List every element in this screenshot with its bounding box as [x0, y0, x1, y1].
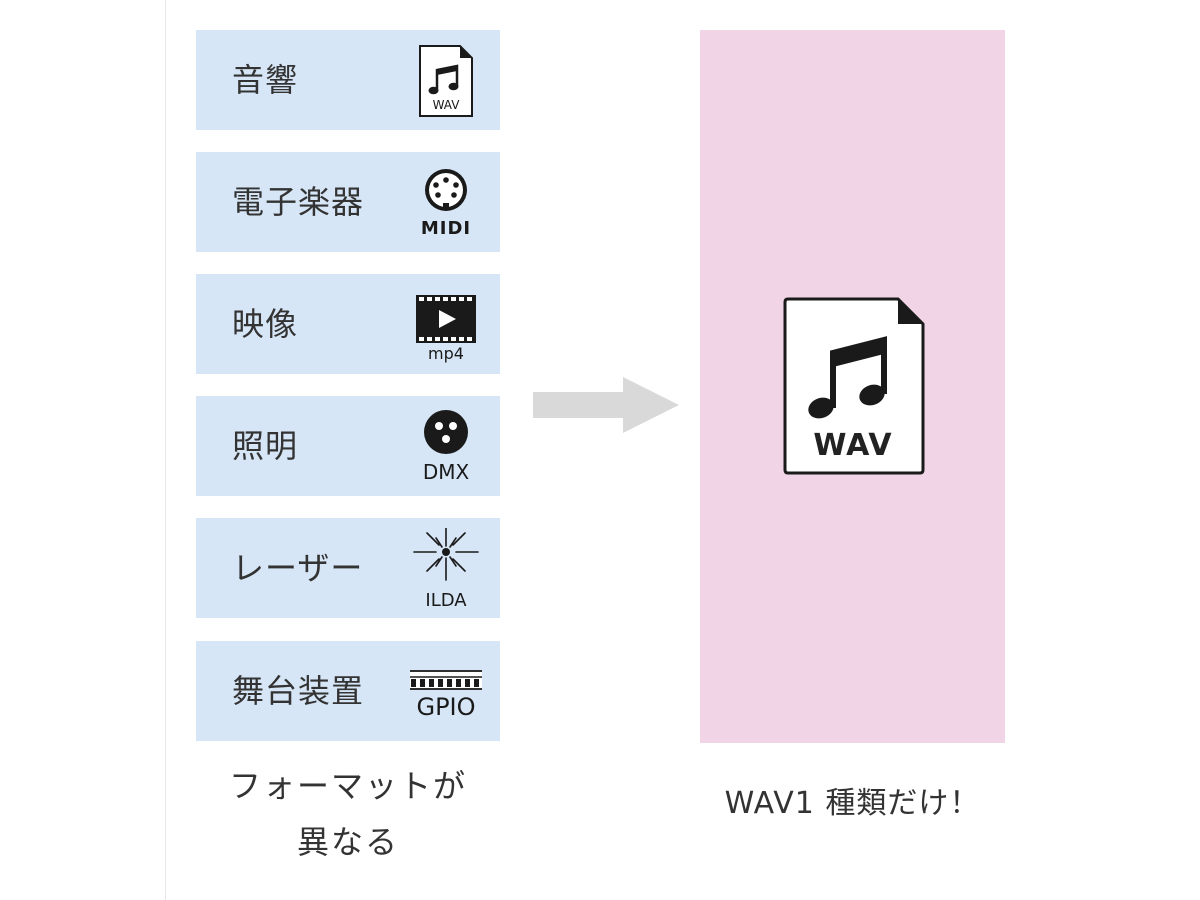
- source-label: 照明: [232, 427, 299, 465]
- source-label: 舞台装置: [232, 672, 365, 710]
- left-divider: [165, 0, 166, 900]
- source-card-audio: 音響 WAV: [196, 30, 500, 130]
- source-label: 電子楽器: [232, 183, 365, 221]
- source-label: レーザー: [232, 549, 364, 587]
- format-caption: DMX: [422, 460, 470, 484]
- left-caption-line: 異なる: [296, 823, 399, 861]
- wav-file-icon: [780, 296, 926, 480]
- format-caption: mp4: [428, 344, 464, 363]
- dmx-connector-icon: DMX: [410, 406, 482, 486]
- format-caption: ILDA: [425, 590, 467, 611]
- video-film-icon: mp4: [410, 284, 482, 364]
- target-panel: WAV: [700, 30, 1005, 743]
- source-card-stage-equipment: 舞台装置 GPIO: [196, 641, 500, 741]
- source-card-electronic-instrument: 電子楽器 MIDI: [196, 152, 500, 252]
- gpio-terminal-icon: GPIO: [410, 651, 482, 731]
- conversion-arrow-icon: [533, 377, 681, 437]
- target-format-label: WAV: [813, 428, 893, 463]
- source-card-video: 映像 mp4: [196, 274, 500, 374]
- right-caption: WAV1 種類だけ！: [724, 786, 981, 821]
- source-label: 映像: [232, 305, 299, 343]
- format-caption: MIDI: [420, 218, 472, 239]
- midi-connector-icon: MIDI: [410, 162, 482, 242]
- source-card-lighting: 照明 DMX: [196, 396, 500, 496]
- source-card-laser: レーザー ILDA: [196, 518, 500, 618]
- laser-burst-icon: ILDA: [410, 528, 482, 611]
- format-caption: WAV: [432, 98, 460, 112]
- left-caption-line: フォーマットが: [228, 767, 467, 805]
- wav-file-icon: WAV: [410, 40, 482, 120]
- left-caption: フォーマットが 異なる: [196, 758, 500, 870]
- format-caption: GPIO: [416, 693, 476, 721]
- source-label: 音響: [232, 61, 299, 99]
